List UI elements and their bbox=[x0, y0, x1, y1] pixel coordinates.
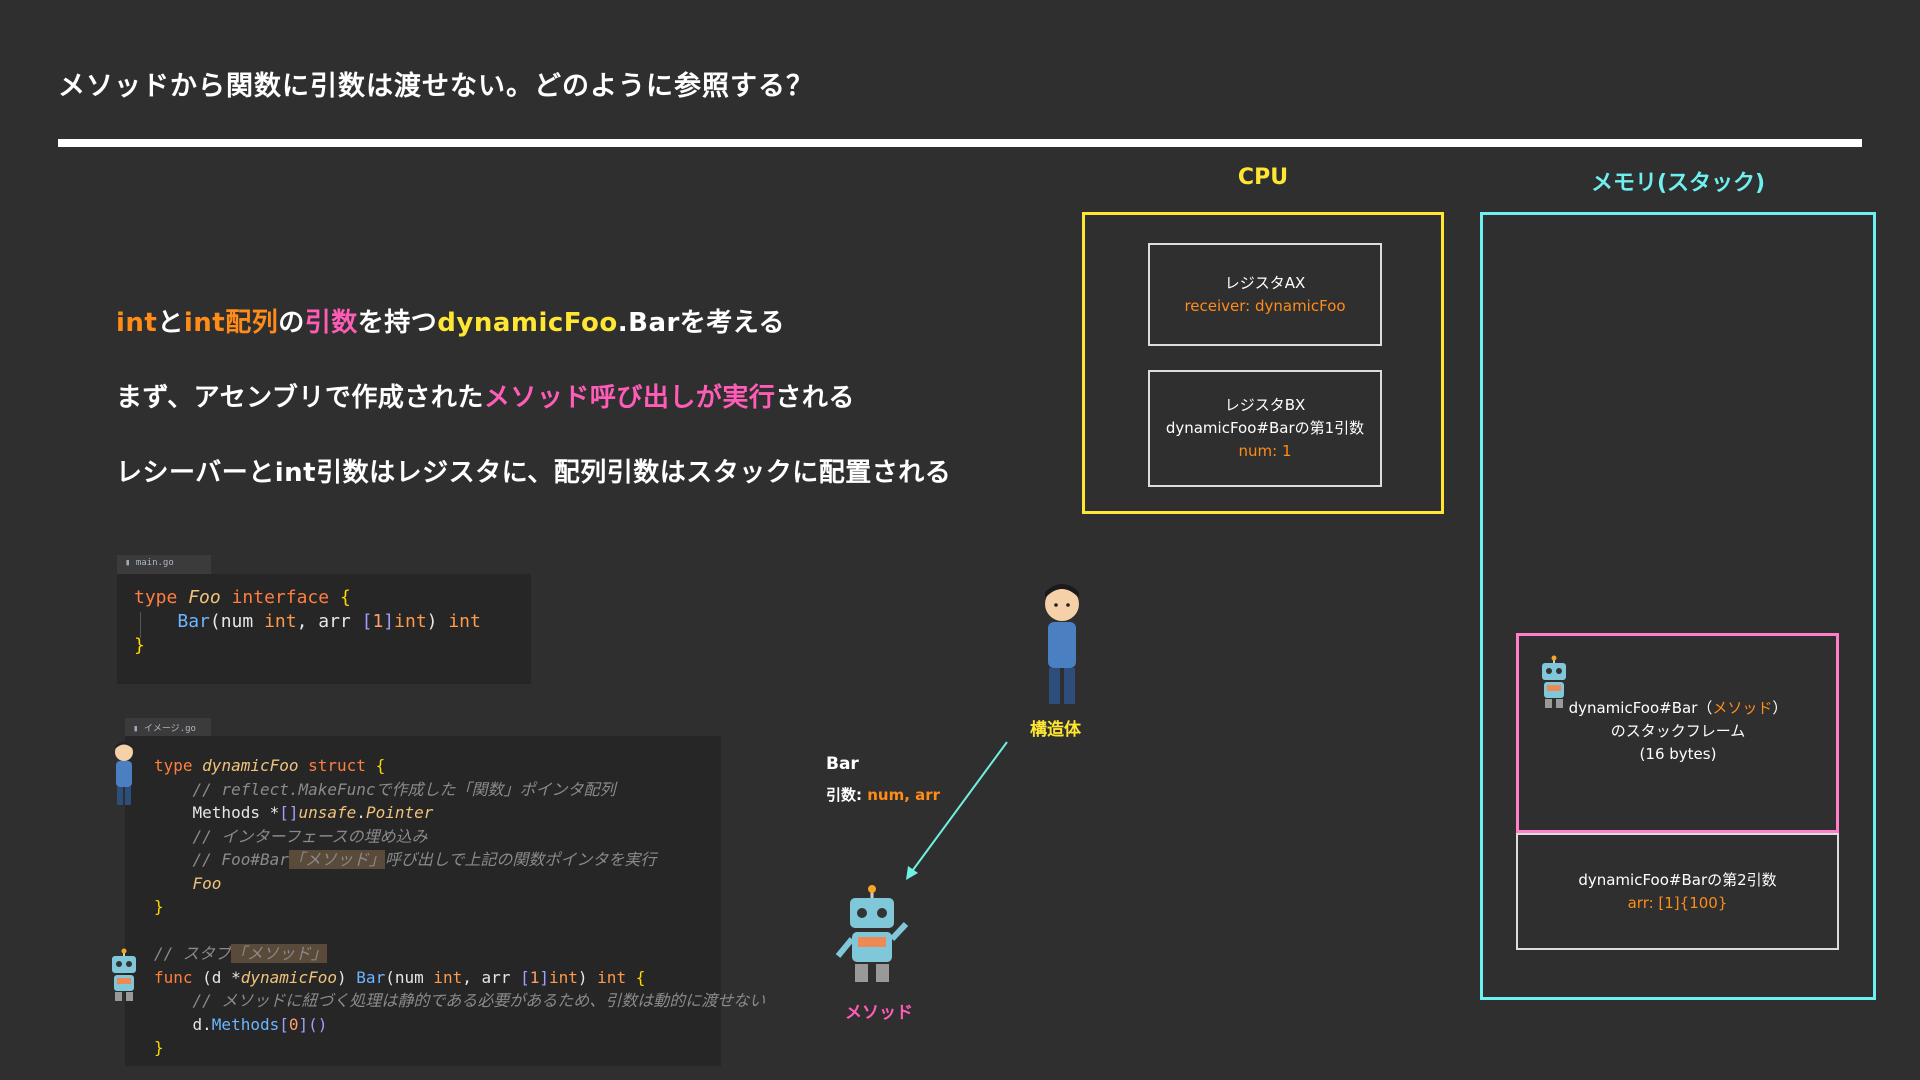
title-divider bbox=[58, 139, 1862, 147]
code2-file-tab[interactable]: ▮ イメージ.go bbox=[125, 718, 211, 737]
call-args-value: num, arr bbox=[867, 786, 940, 804]
register-bx-box: レジスタBX dynamicFoo#Barの第1引数 num: 1 bbox=[1148, 370, 1382, 487]
second-arg-box: dynamicFoo#Barの第2引数 arr: [1]{100} bbox=[1516, 833, 1839, 950]
register-ax-name: レジスタAX bbox=[1150, 272, 1380, 295]
lead-line-1-seg-args: 引数 bbox=[305, 308, 358, 338]
code2-line-4: // インターフェースの埋め込み bbox=[154, 825, 721, 849]
call-title: Bar bbox=[826, 754, 859, 774]
code1-panel: type Foo interface { Bar(num int, arr [1… bbox=[117, 574, 531, 684]
lead-line-2: まず、アセンブリで作成されたメソッド呼び出しが実行される bbox=[116, 377, 855, 414]
stack-frame-line-2: のスタックフレーム bbox=[1560, 720, 1796, 743]
second-arg-desc: dynamicFoo#Barの第2引数 bbox=[1518, 869, 1837, 892]
code2-line-3: Methods *[]unsafe.Pointer bbox=[154, 801, 721, 825]
register-bx-name: レジスタBX bbox=[1150, 394, 1380, 417]
lead-line-3: レシーバーとint引数はレジスタに、配列引数はスタックに配置される bbox=[116, 452, 951, 489]
code2-line-12: d.Methods[0]() bbox=[154, 1013, 721, 1037]
code1-line-2: Bar(num int, arr [1]int) int bbox=[134, 610, 531, 634]
code2-line-11: // メソッドに紐づく処理は静的である必要があるため、引数は動的に渡せない bbox=[154, 989, 721, 1013]
stack-frame-text: dynamicFoo#Bar（メソッド） のスタックフレーム (16 bytes… bbox=[1560, 697, 1796, 766]
stack-frame-line-3: (16 bytes) bbox=[1560, 743, 1796, 766]
code2-line-2: // reflect.MakeFuncで作成した「関数」ポインタ配列 bbox=[154, 778, 721, 802]
second-arg-value: arr: [1]{100} bbox=[1518, 892, 1837, 915]
call-args: 引数: num, arr bbox=[826, 784, 940, 805]
lead-line-1: intとint配列の引数を持つdynamicFoo.Barを考える bbox=[116, 302, 785, 339]
code2-filename: イメージ.go bbox=[144, 724, 196, 734]
person-icon-small bbox=[110, 740, 138, 808]
code2-line-5: // Foo#Bar「メソッド」呼び出しで上記の関数ポインタを実行 bbox=[154, 848, 721, 872]
code2-line-13: } bbox=[154, 1036, 721, 1060]
cpu-heading: CPU bbox=[1082, 165, 1444, 190]
code1-line-3: } bbox=[134, 634, 531, 658]
person-icon-struct bbox=[1036, 580, 1088, 710]
code1-filename: main.go bbox=[136, 558, 174, 568]
code2-panel: type dynamicFoo struct { // reflect.Make… bbox=[125, 736, 721, 1066]
struct-label: 構造体 bbox=[1030, 715, 1081, 740]
page-title: メソッドから関数に引数は渡せない。どのように参照する？ bbox=[58, 64, 814, 103]
lead-line-1-seg-to: と bbox=[157, 308, 184, 338]
register-bx-value: num: 1 bbox=[1150, 440, 1380, 463]
method-label: メソッド bbox=[845, 998, 913, 1023]
lead-line-2-seg-method-call: メソッド呼び出しが実行 bbox=[484, 383, 776, 413]
lead-line-2-seg-1: まず、アセンブリで作成された bbox=[116, 383, 484, 413]
code1-file-tab[interactable]: ▮ main.go bbox=[117, 555, 211, 574]
lead-line-1-seg-dynamicfoo: dynamicFoo bbox=[437, 308, 617, 338]
call-arrow bbox=[900, 738, 1012, 886]
lead-line-2-seg-3: される bbox=[775, 383, 855, 413]
lead-line-1-seg-intarray: int配列 bbox=[184, 308, 278, 338]
robot-icon-method bbox=[832, 884, 912, 988]
register-bx-desc: dynamicFoo#Barの第1引数 bbox=[1150, 417, 1380, 440]
memory-heading: メモリ(スタック) bbox=[1480, 165, 1876, 197]
code2-line-1: type dynamicFoo struct { bbox=[154, 754, 721, 778]
lead-line-1-seg-bar: .Barを考える bbox=[618, 308, 785, 338]
lead-line-1-seg-wo-motsu: を持つ bbox=[358, 308, 438, 338]
call-args-label: 引数: bbox=[826, 786, 862, 804]
register-ax-value: receiver: dynamicFoo bbox=[1150, 295, 1380, 318]
code2-line-10: func (d *dynamicFoo) Bar(num int, arr [1… bbox=[154, 966, 721, 990]
lead-line-1-seg-int: int bbox=[116, 308, 157, 338]
code2-line-6: Foo bbox=[154, 872, 721, 896]
code2-line-7: } bbox=[154, 895, 721, 919]
lead-line-1-seg-no: の bbox=[278, 308, 305, 338]
register-ax-box: レジスタAX receiver: dynamicFoo bbox=[1148, 243, 1382, 346]
code1-line-1: type Foo interface { bbox=[134, 586, 531, 610]
code2-line-8 bbox=[154, 919, 721, 943]
code2-line-9: // スタブ「メソッド」 bbox=[154, 942, 721, 966]
robot-icon-small bbox=[104, 948, 144, 1004]
stack-frame-line-1: dynamicFoo#Bar（メソッド） bbox=[1560, 697, 1796, 720]
